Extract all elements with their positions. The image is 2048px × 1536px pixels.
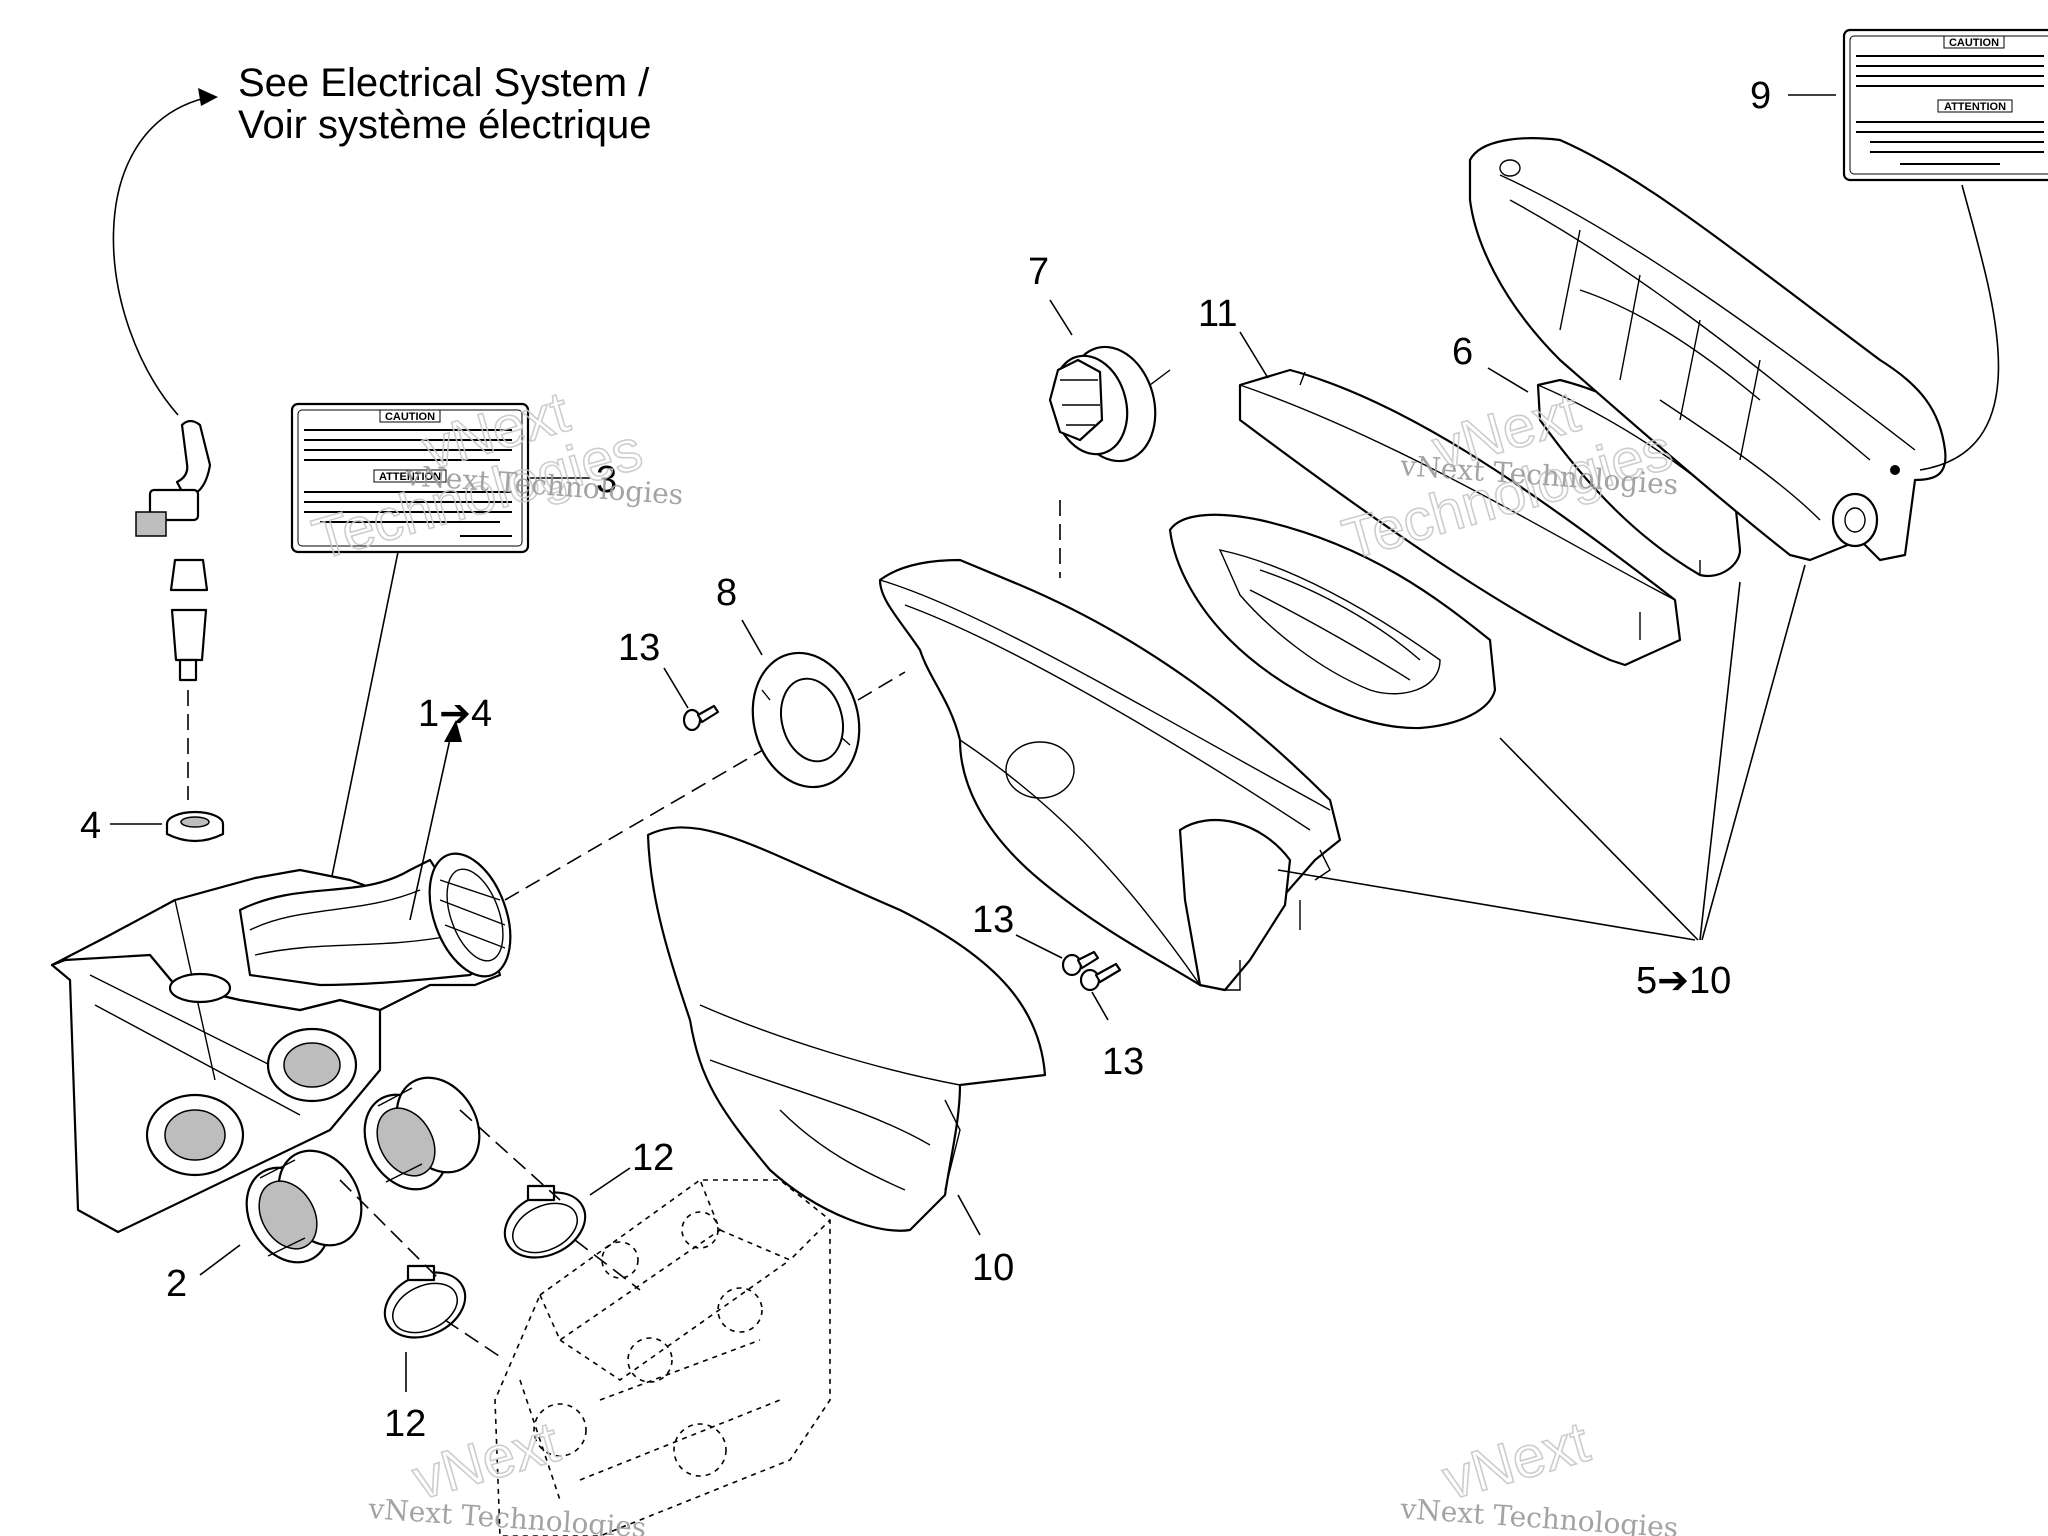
grommet	[165, 810, 225, 843]
leader-8	[741, 619, 763, 656]
engine-phantom	[494, 1179, 831, 1536]
callout-13-low: 13	[1102, 1041, 1144, 1083]
screw-mid-b	[1079, 962, 1122, 992]
leader-5-10-b	[1499, 737, 1699, 941]
leader-5-10-c	[1699, 581, 1741, 941]
callout-11: 11	[1198, 293, 1237, 335]
leader-6	[1487, 367, 1529, 393]
callout-13-mid: 13	[972, 899, 1014, 941]
leader-13-low	[1091, 991, 1109, 1021]
note-arrow	[112, 97, 206, 416]
coupling-upper	[363, 1076, 481, 1191]
coupling-lower	[245, 1149, 363, 1264]
leader-1-4	[409, 729, 453, 921]
caution-label-right: CAUTION ATTENTION	[1842, 28, 2048, 182]
sensor-assembly	[135, 419, 212, 800]
ring	[751, 651, 861, 789]
callout-13-top: 13	[618, 627, 660, 669]
leader-label-to-box	[319, 551, 399, 936]
callout-12-bottom: 12	[384, 1403, 426, 1445]
leader-10	[957, 1194, 981, 1236]
filter-tray	[1168, 513, 1497, 730]
callout-10: 10	[972, 1247, 1014, 1289]
axis-to-engine-upper	[574, 1239, 641, 1291]
leader-13-top	[663, 667, 689, 709]
arrowhead-1-4	[444, 720, 462, 742]
airbox-main-housing	[878, 558, 1342, 992]
right-label-header-2: ATTENTION	[1944, 101, 2006, 113]
airbox-cover	[1468, 137, 1947, 562]
callout-6: 6	[1452, 331, 1473, 373]
axis-to-engine-lower	[444, 1319, 506, 1361]
axis-dashdot	[504, 739, 781, 901]
axis-ring	[857, 671, 906, 701]
leader-11	[1239, 331, 1269, 379]
note-line-1: See Electrical System /	[238, 61, 650, 105]
leader-12-top	[589, 1167, 631, 1196]
watermark-bottom-right: vNext vNext Technologies	[1399, 1408, 1680, 1536]
leader-13-mid	[1015, 934, 1063, 959]
callout-7: 7	[1028, 251, 1049, 293]
leader-label-to-cover	[1919, 184, 2000, 471]
leader-2	[199, 1244, 241, 1276]
airbox-lower-half	[646, 826, 1047, 1232]
watermark-br-text: vNext Technologies	[1399, 1492, 1680, 1536]
left-label-header-2: ATTENTION	[379, 471, 441, 483]
intake-cap	[1048, 345, 1171, 463]
leader-5-10-d	[1701, 564, 1806, 941]
callout-3: 3	[596, 459, 617, 501]
watermark-bl-text: vNext Technologies	[367, 1492, 648, 1536]
screw-top	[682, 704, 720, 732]
callout-2: 2	[166, 1263, 187, 1305]
clamp-upper	[503, 1184, 587, 1259]
callout-1-4: 1➔4	[418, 693, 492, 735]
filter-element	[1238, 368, 1682, 667]
airbox-base	[50, 852, 512, 1234]
callout-9: 9	[1750, 75, 1771, 117]
note-arrowhead	[198, 88, 218, 106]
clamp-lower	[383, 1264, 467, 1339]
callout-8: 8	[716, 572, 737, 614]
callout-4: 4	[80, 805, 101, 847]
leader-5-10-a	[1277, 869, 1696, 941]
right-label-header-1: CAUTION	[1949, 37, 1999, 49]
left-label-header-1: CAUTION	[385, 411, 435, 423]
leader-7	[1049, 299, 1073, 336]
caution-label-left: CAUTION ATTENTION	[290, 402, 530, 554]
note-line-2: Voir système électrique	[238, 103, 652, 147]
callout-12-top: 12	[632, 1137, 674, 1179]
screw-mid-a	[1061, 950, 1100, 977]
callout-5-10: 5➔10	[1636, 960, 1731, 1002]
